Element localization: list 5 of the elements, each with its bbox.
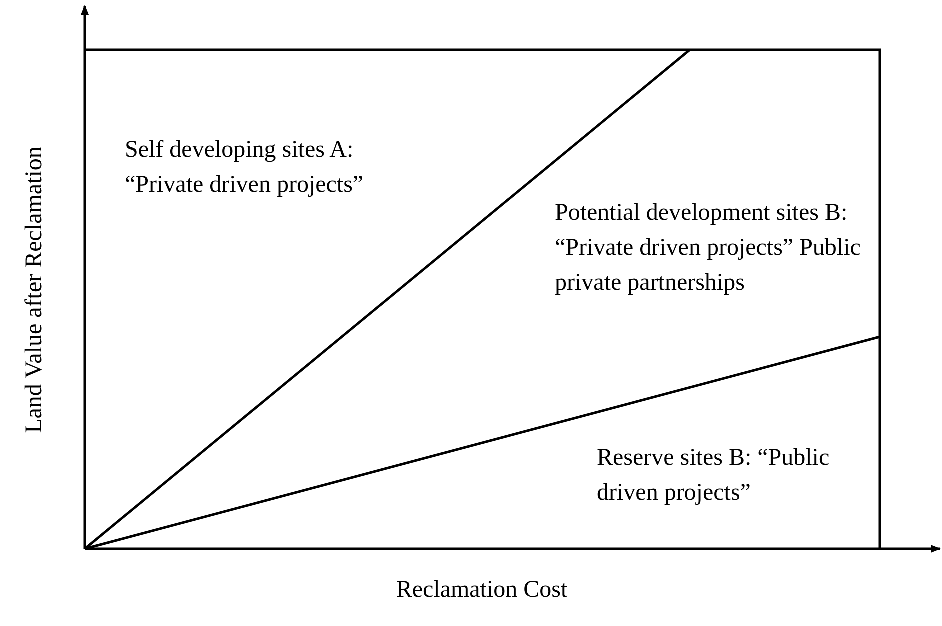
axis-title: Land Value after Reclamation bbox=[20, 146, 48, 434]
region-label: Self developing sites A: “Private driven projects” bbox=[125, 136, 365, 200]
region-label: Reserve sites B: “Public driven projects” bbox=[597, 444, 831, 508]
axis-title: Reclamation Cost bbox=[396, 576, 568, 605]
region-label: Potential development sites B: “Private driven projects” Public private partnerships bbox=[555, 199, 862, 298]
